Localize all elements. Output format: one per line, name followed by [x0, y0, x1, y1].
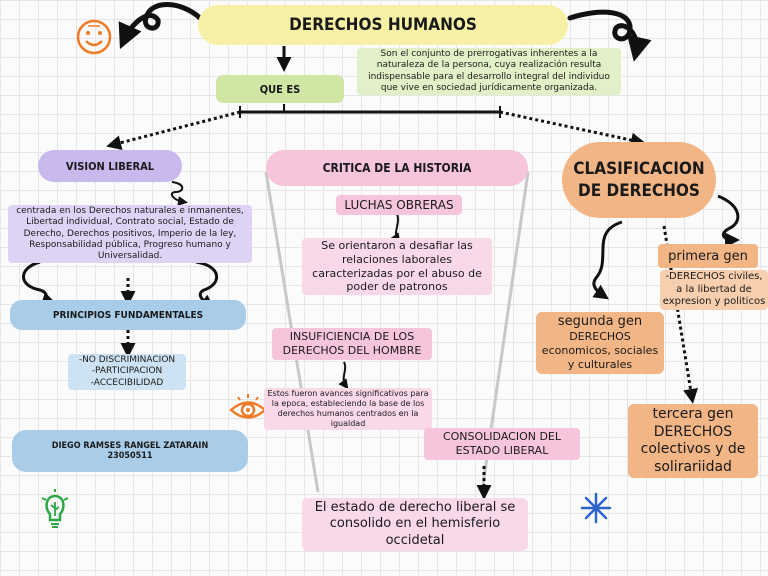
vision-liberal-description: centrada en los Derechos naturales e inm…	[8, 205, 252, 264]
branch-to-vision	[106, 110, 241, 151]
segunda-gen-text: DERECHOS economicos, sociales y cultural…	[541, 330, 659, 371]
segunda-gen-label: segunda gen	[557, 314, 643, 329]
principios-label: PRINCIPIOS FUNDAMENTALES	[52, 309, 204, 321]
insuficiencia-text: Estos fueron avances significativos para…	[264, 388, 432, 430]
smiley-icon	[76, 19, 112, 55]
luchas-label: LUCHAS OBRERAS	[344, 198, 454, 212]
tercera-gen-text: DERECHOS colectivos y de solirariidad	[640, 423, 746, 475]
principio-item: -PARTICIPACION	[91, 366, 163, 377]
luchas-text: Se orientaron a desafiar las relaciones …	[302, 238, 492, 295]
critica-label: CRITICA DE LA HISTORIA	[322, 161, 472, 175]
principios-box: PRINCIPIOS FUNDAMENTALES	[10, 300, 246, 330]
consolidacion-label: CONSOLIDACION DEL ESTADO LIBERAL	[424, 428, 580, 460]
branch-to-clasificacion	[499, 110, 646, 148]
clasificacion-box: CLASIFICACION DE DERECHOS	[562, 142, 716, 218]
segunda-gen-box: segunda gen DERECHOS economicos, sociale…	[536, 312, 664, 374]
primera-gen-text: -DERECHOS civiles, a la libertad de expr…	[660, 270, 768, 310]
clasificacion-label: CLASIFICACION DE DERECHOS	[573, 158, 705, 201]
tercera-gen-box: tercera gen DERECHOS colectivos y de sol…	[628, 404, 758, 478]
que-es-box: QUE ES	[216, 75, 344, 103]
curl-arrow-right	[567, 9, 652, 62]
curl-arrow-left	[118, 2, 203, 50]
primera-gen-box: primera gen	[658, 244, 758, 268]
luchas-box: LUCHAS OBRERAS	[336, 195, 462, 215]
star-icon	[580, 492, 612, 524]
principios-list: -NO DISCRIMINACION -PARTICIPACION -ACCEC…	[68, 354, 186, 390]
vision-liberal-box: VISION LIBERAL	[38, 150, 182, 182]
que-es-label: QUE ES	[259, 82, 301, 96]
consolidacion-text: El estado de derecho liberal se consolid…	[302, 498, 528, 551]
que-es-definition: Son el conjunto de prerrogativas inheren…	[357, 48, 621, 95]
tercera-gen-label: tercera gen	[652, 406, 734, 422]
principio-item: -ACCECIBILIDAD	[90, 377, 164, 388]
author-name: DIEGO RAMSES RANGEL ZATARAIN	[51, 441, 209, 451]
critica-box: CRITICA DE LA HISTORIA	[266, 150, 528, 186]
page-title: DERECHOS HUMANOS	[289, 15, 477, 35]
squiggle-vision	[170, 181, 188, 206]
author-box: DIEGO RAMSES RANGEL ZATARAIN 23050511	[12, 430, 248, 472]
vision-liberal-label: VISION LIBERAL	[65, 159, 155, 173]
lightbulb-icon	[41, 489, 69, 528]
principio-item: -NO DISCRIMINACION	[78, 355, 176, 365]
eye-icon	[229, 394, 267, 419]
author-id: 23050511	[107, 451, 153, 461]
primera-gen-label: primera gen	[668, 248, 748, 264]
insuficiencia-label: INSUFICIENCIA DE LOS DERECHOS DEL HOMBRE	[272, 328, 432, 360]
title-box: DERECHOS HUMANOS	[198, 5, 568, 45]
